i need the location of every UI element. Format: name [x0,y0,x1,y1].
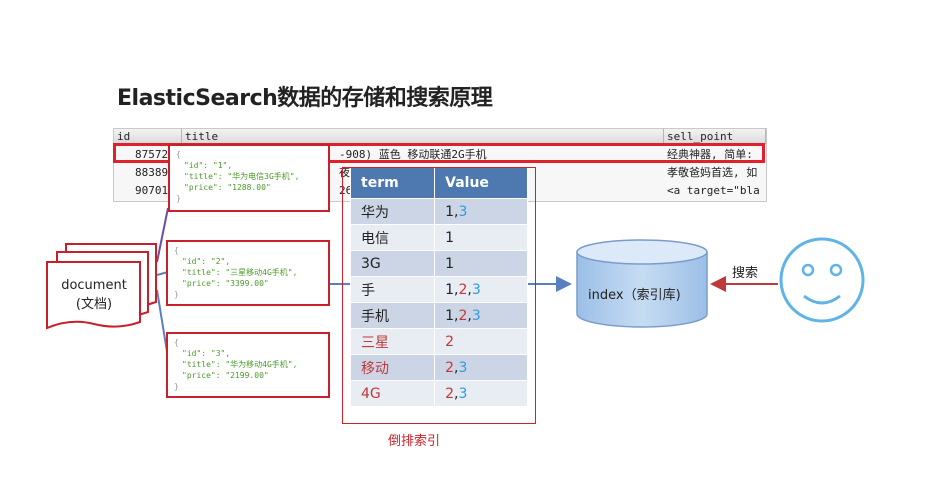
json-title: "title": "三星移动4G手机", [182,268,298,277]
json-price: "price": "1288.00" [184,183,271,192]
table-cell-sell-point: <a target="bla [667,184,760,197]
doc-id: 3 [471,307,481,324]
json-brace: { [176,150,181,159]
doc-id: 1 [445,255,455,272]
table-cell-id: 90701 [135,184,169,197]
doc-id: 2 [458,281,468,298]
table-row: 三星 2 [349,328,528,355]
doc-id: 2 [445,333,455,350]
doc-id: 3 [458,385,468,402]
term-cell: 手机 [349,302,436,329]
json-doc-2: { "id": "2", "title": "三星移动4G手机", "price… [166,240,330,306]
json-doc-1: { "id": "1", "title": "华为电信3G手机", "price… [168,144,330,212]
json-title: "title": "华为移动4G手机", [182,360,298,369]
row-highlight [113,143,765,163]
value-cell: 1,2,3 [434,276,528,303]
doc-id: 2 [458,307,468,324]
value-cell: 2,3 [434,380,528,407]
term-cell: 移动 [349,354,436,381]
value-cell: 1 [434,250,528,277]
json-id: "id": "2", [182,257,231,266]
json-brace: } [174,290,179,299]
document-label-line2: (文档) [75,297,113,312]
value-cell: 1,3 [434,198,528,225]
table-cell-id: 88389 [135,166,169,179]
document-stack-icon [46,243,157,330]
document-label-line1: document [61,278,127,293]
search-label: 搜索 [732,266,759,281]
doc-id: 2 [445,359,455,376]
json-id: "id": "1", [184,161,233,170]
table-cell-id: 87572 [135,148,169,161]
doc-id: 1 [445,203,455,220]
database-cylinder-icon [576,239,708,328]
term-cell: 4G [349,380,436,407]
value-cell: 2,3 [434,354,528,381]
table-row: 3G 1 [349,250,528,277]
json-price: "price": "3399.00" [182,279,269,288]
json-price: "price": "2199.00" [182,371,269,380]
table-cell-title: 夜 [339,166,350,179]
doc-id: 3 [458,359,468,376]
inverted-index-caption: 倒排索引 [388,434,441,449]
index-label: index（索引库) [588,288,681,303]
doc-id: 1 [445,307,455,324]
json-id: "id": "3", [182,349,231,358]
document-label: document (文档) [50,278,138,312]
doc-id: , [467,281,472,298]
column-header-term: term [349,167,436,199]
column-header-value: Value [434,167,528,199]
json-title: "title": "华为电信3G手机", [184,172,300,181]
doc-id: 3 [471,281,481,298]
inverted-index-frame [342,167,536,424]
term-cell: 三星 [349,328,436,355]
doc-id: , [454,385,459,402]
json-brace: { [174,246,179,255]
page-title: ElasticSearch数据的存储和搜索原理 [117,86,493,111]
json-brace: } [176,194,181,203]
table-cell-title: -908) 蓝色 移动联通2G手机 [339,148,487,161]
doc-id: , [454,203,459,220]
doc-id: , [467,307,472,324]
doc-id: , [454,359,459,376]
term-cell: 手 [349,276,436,303]
doc-id: 1 [445,281,455,298]
json-doc-3: { "id": "3", "title": "华为移动4G手机", "price… [166,332,330,398]
term-cell: 3G [349,250,436,277]
doc-id: 2 [445,385,455,402]
doc-id: , [454,307,459,324]
table-cell-sell-point: 经典神器, 简单: [667,148,753,161]
user-smiley-icon [779,237,865,323]
doc-id: , [454,281,459,298]
doc-id: 1 [445,229,455,246]
json-brace: } [174,382,179,391]
value-cell: 1 [434,224,528,251]
value-cell: 2 [434,328,528,355]
doc-id: 3 [458,203,468,220]
table-cell-sell-point: 孝敬爸妈首选, 如 [667,166,758,179]
json-brace: { [174,338,179,347]
